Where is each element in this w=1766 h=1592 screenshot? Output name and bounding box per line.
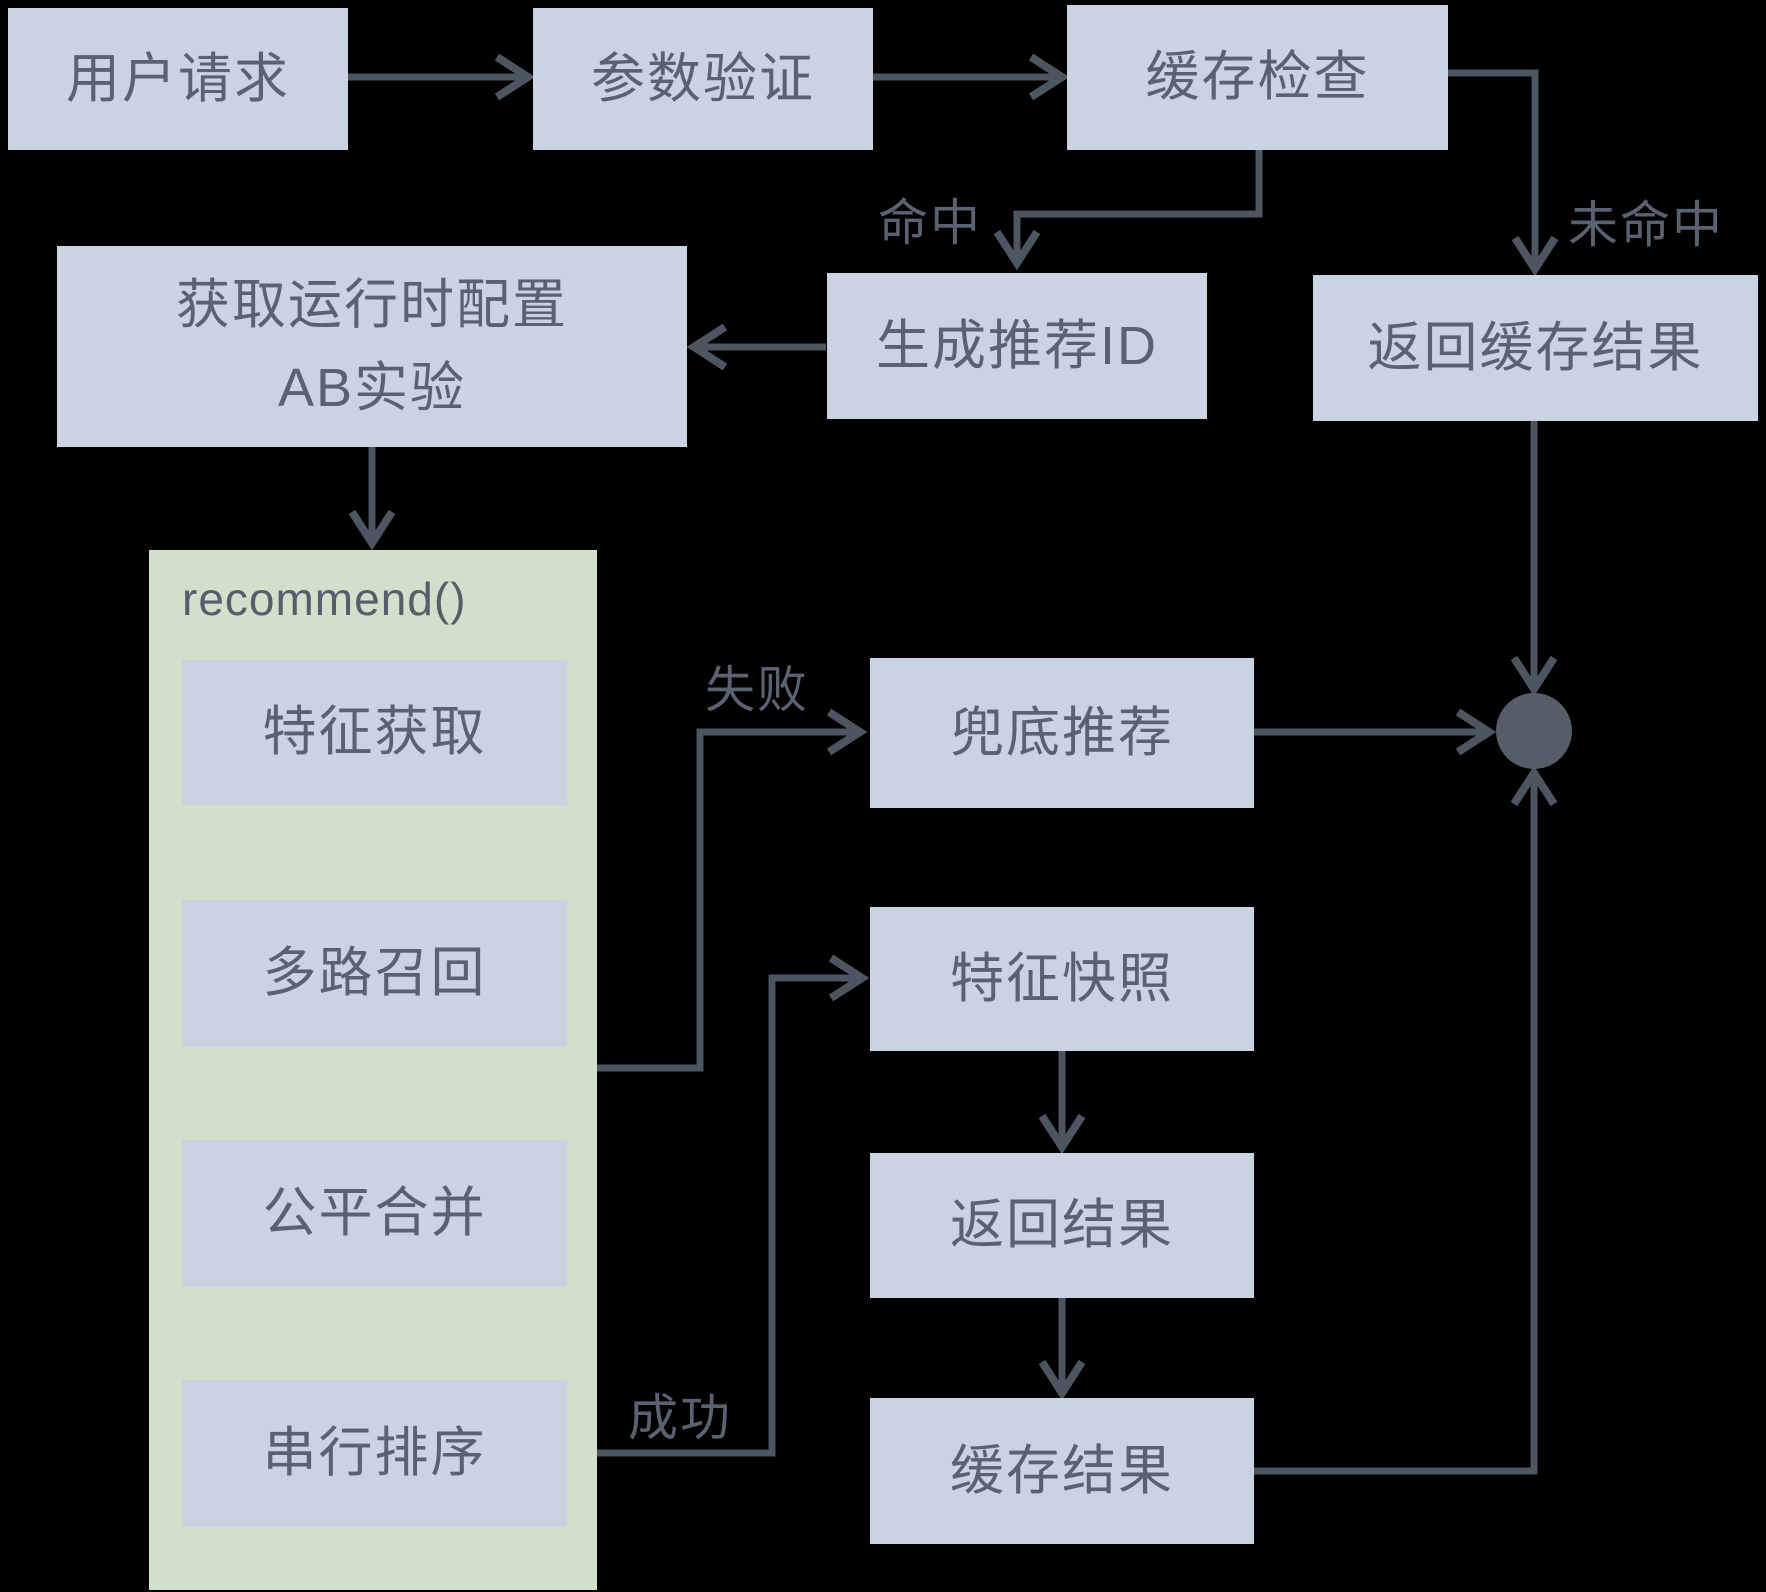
node-fallback-rec: 兜底推荐 — [870, 658, 1254, 808]
node-generate-rec-id: 生成推荐ID — [827, 273, 1207, 419]
edge-snapshot-to-return — [1038, 1051, 1086, 1155]
node-fair-merge: 公平合并 — [182, 1140, 567, 1287]
node-return-cached-result: 返回缓存结果 — [1313, 275, 1758, 421]
edge-user-to-param — [348, 53, 536, 101]
edge-genid-to-config — [686, 323, 826, 371]
node-feature-fetch: 特征获取 — [182, 660, 567, 805]
edge-label-fail: 失败 — [705, 662, 809, 718]
node-user-request: 用户请求 — [8, 8, 348, 150]
node-cache-check: 缓存检查 — [1067, 5, 1448, 150]
edge-param-to-cache — [873, 53, 1070, 101]
edge-cached-to-mergepoint — [1510, 421, 1558, 697]
node-feature-snapshot: 特征快照 — [870, 907, 1254, 1051]
edge-label-hit: 命中 — [878, 195, 982, 251]
edge-cache-miss-to-cached — [1448, 69, 1559, 277]
edge-config-to-recommend — [348, 447, 396, 551]
edge-return-to-cacheresult — [1038, 1298, 1086, 1401]
edge-fail-to-fallback — [597, 708, 868, 1072]
node-runtime-config-line2: AB实验 — [277, 357, 467, 418]
node-runtime-config-line1: 获取运行时配置 — [176, 274, 568, 335]
node-cache-result: 缓存结果 — [870, 1398, 1254, 1544]
node-multi-recall: 多路召回 — [182, 900, 567, 1047]
node-serial-rank: 串行排序 — [182, 1380, 567, 1527]
edge-cache-hit-to-genid — [993, 150, 1263, 271]
edge-fallback-to-mergepoint — [1254, 708, 1497, 756]
edge-label-success: 成功 — [628, 1390, 732, 1446]
node-param-validation: 参数验证 — [533, 8, 873, 150]
node-runtime-config: 获取运行时配置 AB实验 — [57, 246, 687, 447]
node-return-result: 返回结果 — [870, 1153, 1254, 1298]
merge-point-icon — [1496, 693, 1572, 769]
recommend-container-label: recommend() — [182, 573, 467, 625]
edge-label-miss: 未命中 — [1568, 197, 1724, 253]
edge-cacheresult-to-mergepoint — [1254, 765, 1558, 1475]
edge-success-to-snapshot — [567, 954, 870, 1457]
